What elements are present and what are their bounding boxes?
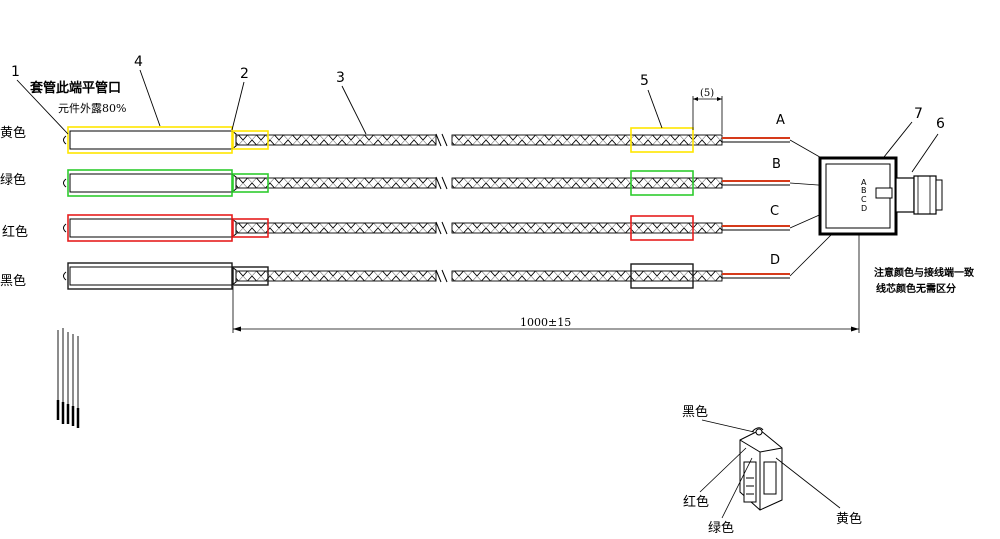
leader-line	[16, 79, 69, 135]
iso-label-black: 黑色	[682, 404, 708, 420]
break-mark	[435, 269, 448, 283]
braided-sleeve	[235, 270, 437, 282]
wire-row-yellow	[63, 126, 790, 154]
wire-label-red: 红色	[2, 224, 28, 240]
marker-sleeve	[630, 215, 694, 241]
wire-row-green	[63, 169, 790, 197]
callout-5: 5	[640, 73, 649, 89]
note-line-2: 线芯颜色无需区分	[876, 282, 956, 295]
callout-3: 3	[336, 70, 345, 86]
callout-6: 6	[936, 116, 945, 132]
probe-tip	[63, 271, 67, 281]
terminal-label-b: B	[772, 157, 781, 172]
color-sleeve-highlight	[232, 173, 269, 193]
color-sleeve-highlight	[67, 262, 233, 290]
leader-line	[231, 81, 245, 131]
marker-sleeve	[630, 127, 694, 153]
pin-a: A	[861, 178, 867, 187]
note-line-1: 注意颜色与接线端一致	[874, 266, 975, 279]
leader-line	[647, 89, 663, 129]
break-mark	[435, 133, 448, 147]
wire-label-yellow: 黄色	[0, 125, 26, 141]
color-sleeve-highlight	[67, 169, 233, 197]
sensor-element	[69, 130, 233, 150]
dim-5-label: (5)	[700, 88, 714, 99]
wire-label-green: 绿色	[0, 172, 26, 188]
braided-sleeve	[451, 222, 723, 234]
callout-4: 4	[134, 54, 143, 70]
braided-sleeve	[451, 270, 723, 282]
probe-tip	[63, 135, 67, 145]
color-sleeve-highlight	[232, 130, 269, 150]
sensor-element	[69, 173, 233, 193]
marker-sleeve	[630, 170, 694, 196]
color-sleeve-highlight	[67, 214, 233, 242]
leader-line	[139, 69, 161, 127]
color-sleeve-highlight	[232, 218, 269, 238]
wire-row-black	[63, 262, 790, 290]
braided-sleeve	[451, 134, 723, 146]
braided-sleeve	[451, 177, 723, 189]
leader-line	[341, 85, 367, 135]
callout-7: 7	[914, 106, 923, 122]
terminal-label-c: C	[770, 204, 779, 219]
callout-2: 2	[240, 66, 249, 82]
pin-c: C	[861, 195, 867, 204]
wire-bundle-sketch	[56, 328, 80, 428]
flat-end-note: 套管此端平管口	[29, 80, 121, 96]
break-mark	[435, 176, 448, 190]
connector-housing	[818, 156, 898, 236]
wire-row-red	[63, 214, 790, 242]
color-sleeve-highlight	[67, 126, 233, 154]
connector-plug	[895, 175, 943, 215]
exposed-note: 元件外露80%	[58, 102, 126, 115]
braided-sleeve	[235, 134, 437, 146]
wire-label-black: 黑色	[0, 273, 26, 289]
terminal-label-d: D	[770, 253, 780, 268]
probe-tip	[63, 178, 67, 188]
iso-label-green: 绿色	[708, 520, 734, 535]
iso-label-red: 红色	[683, 494, 709, 510]
pin-b: B	[861, 186, 867, 195]
braided-sleeve	[235, 177, 437, 189]
sensor-element	[69, 218, 233, 238]
terminal-label-a: A	[776, 113, 785, 128]
marker-sleeve	[630, 263, 694, 289]
pin-d: D	[861, 204, 867, 213]
break-mark	[435, 221, 448, 235]
color-sleeve-highlight	[232, 266, 269, 286]
callout-1: 1	[11, 64, 20, 80]
sensor-element	[69, 266, 233, 286]
leader-line	[883, 121, 913, 158]
length-dimension: 1000±15	[520, 316, 571, 329]
braided-sleeve	[235, 222, 437, 234]
leader-line	[911, 133, 939, 173]
probe-tip	[63, 223, 67, 233]
iso-label-yellow: 黄色	[836, 511, 862, 527]
